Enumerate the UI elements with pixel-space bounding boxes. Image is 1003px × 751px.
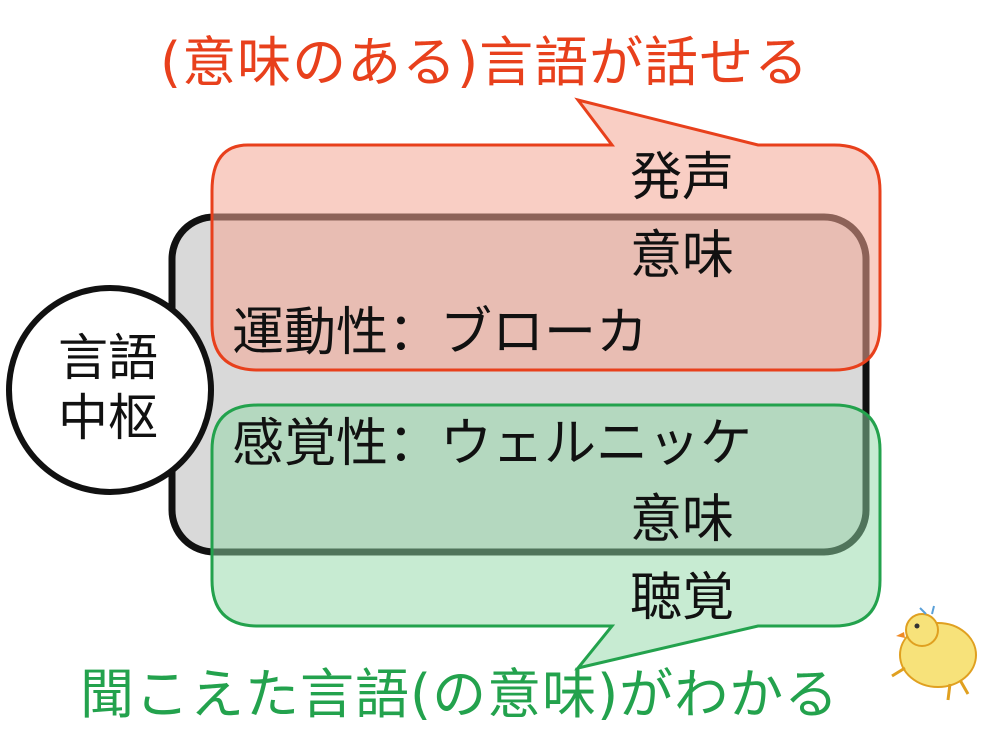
motor-broca-label: 運動性：ブローカ: [232, 303, 649, 363]
hearing-callout-arrow: [210, 403, 882, 671]
speech-caption: (意味のある)言語が話せる: [160, 31, 810, 94]
language-center-circle: [6, 285, 214, 495]
chick-illustration: [891, 605, 977, 701]
language-center-line1: 言語: [58, 329, 158, 387]
language-center-label: 言語 中枢: [58, 328, 158, 448]
audition-label: 聴覚: [630, 568, 735, 628]
speech-meaning-label: 意味: [630, 226, 735, 286]
speech-callout-arrow: [210, 97, 882, 372]
language-center-line2: 中枢: [58, 389, 158, 447]
sensory-wernicke-label: 感覚性：ウェルニッケ: [232, 414, 753, 474]
hearing-meaning-label: 意味: [630, 490, 735, 550]
hearing-caption: 聞こえた言語(の意味)がわかる: [80, 663, 840, 726]
phonation-label: 発声: [630, 148, 735, 208]
